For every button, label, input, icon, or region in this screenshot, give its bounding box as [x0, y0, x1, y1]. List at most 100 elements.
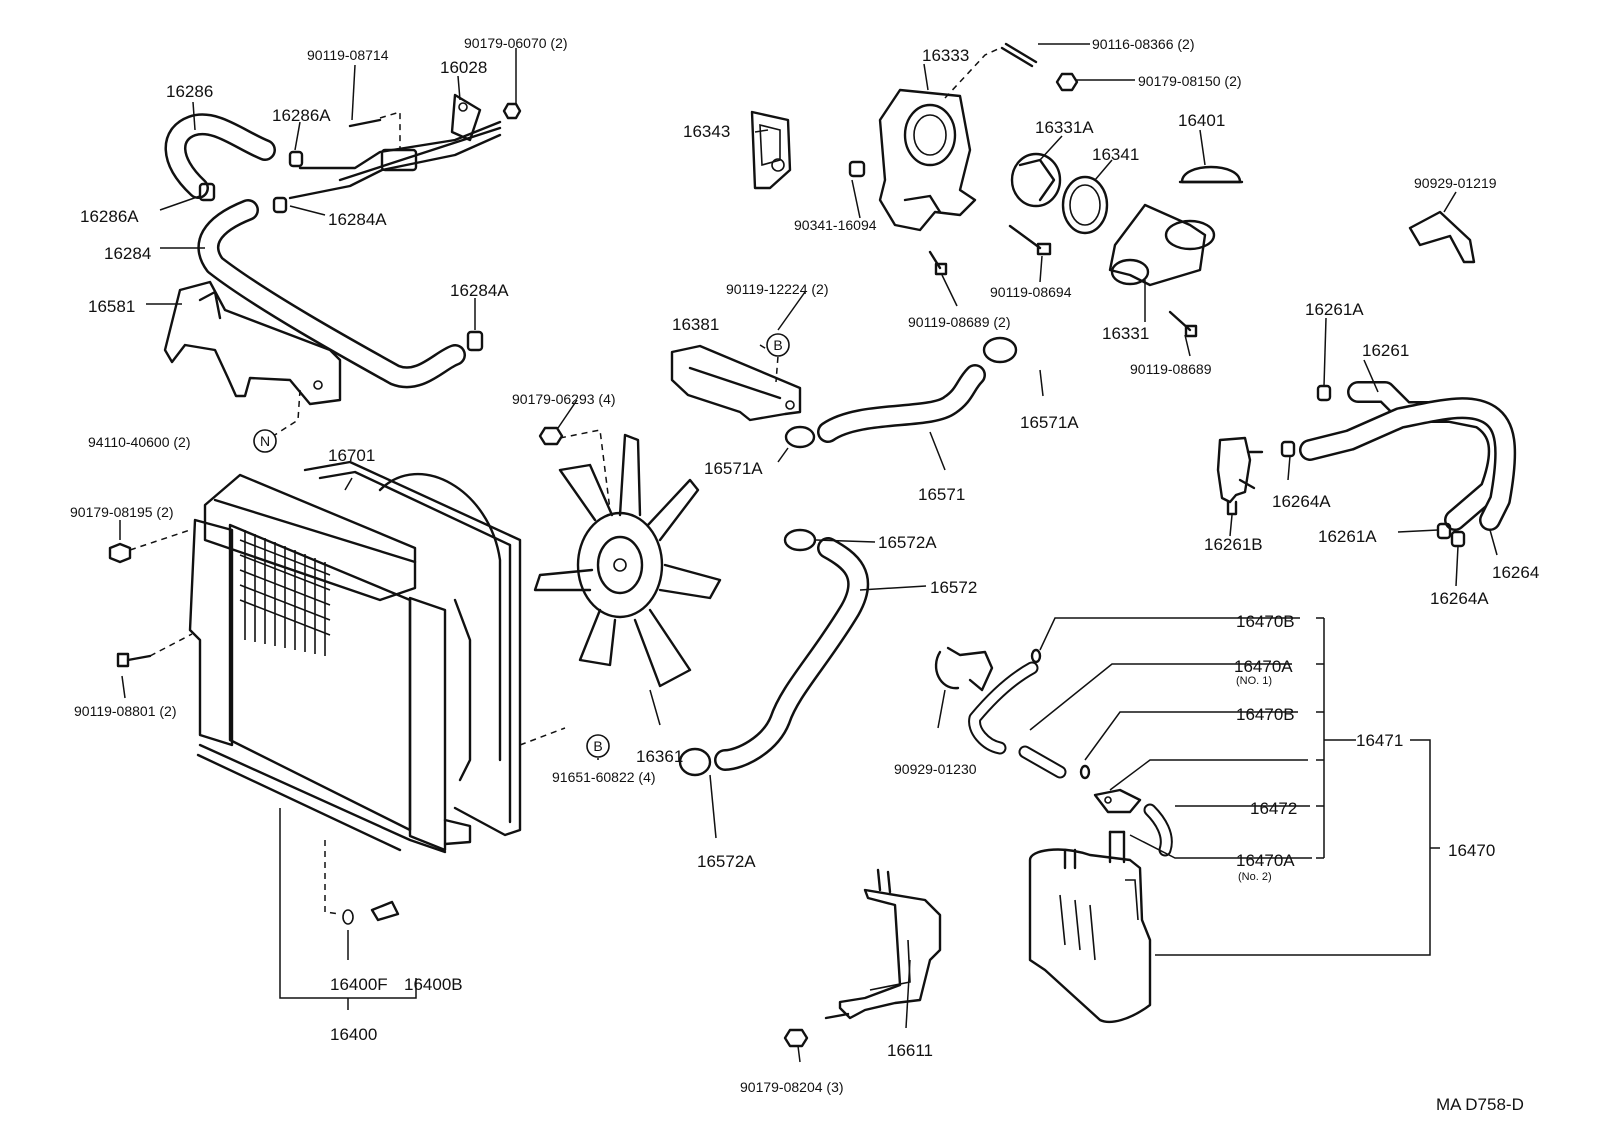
label-90179-08204: 90179-08204 (3): [740, 1079, 844, 1095]
label-16264: 16264: [1492, 563, 1539, 582]
label-90119-12224: 90119-12224 (2): [726, 281, 828, 297]
label-16286A-left: 16286A: [80, 207, 139, 226]
bolt-90119-08689: [1168, 310, 1198, 338]
leader-lines: [119, 43, 1498, 1063]
bolt-90119-08689-2: [928, 250, 948, 276]
hose-16571: [817, 364, 986, 443]
label-16572: 16572: [930, 578, 977, 597]
label-16261B: 16261B: [1204, 535, 1263, 554]
label-16284A-top: 16284A: [328, 210, 387, 229]
label-16400: 16400: [330, 1025, 377, 1044]
label-16470B-2: 16470B: [1236, 705, 1295, 724]
label-note-no1: (NO. 1): [1236, 675, 1272, 687]
bolt-90119-08694: [1008, 224, 1052, 256]
label-90119-08801: 90119-08801 (2): [74, 703, 176, 719]
label-16361: 16361: [636, 747, 683, 766]
reservoir-16470: [1028, 830, 1152, 1024]
label-16261: 16261: [1362, 341, 1409, 360]
label-16572A-top: 16572A: [878, 533, 937, 552]
fan-bracket-16381: [670, 344, 802, 422]
label-16284: 16284: [104, 244, 151, 263]
label-16470: 16470: [1448, 841, 1495, 860]
label-90116-08366: 90116-08366 (2): [1092, 36, 1194, 52]
label-16571A-right: 16571A: [1020, 413, 1079, 432]
hose-16472-system: [968, 648, 1173, 857]
label-16571: 16571: [918, 485, 965, 504]
label-90179-08150: 90179-08150 (2): [1138, 73, 1242, 89]
mark-b-top-text: B: [773, 337, 782, 353]
label-90119-08714: 90119-08714: [307, 47, 389, 63]
fan-16361: [533, 433, 722, 688]
label-16264A-bottom: 16264A: [1430, 589, 1489, 608]
label-16701: 16701: [328, 446, 375, 465]
label-90119-08689: 90119-08689: [1130, 361, 1212, 377]
shroud-b-bolt-leader: [519, 727, 566, 746]
label-90119-08694: 90119-08694: [990, 284, 1072, 300]
clamp-16571A: [784, 336, 1018, 449]
bolt-90119-08714: [348, 110, 401, 150]
clamp-16572A: [678, 528, 817, 777]
nut-90179-08204: [783, 1012, 850, 1048]
radiator-bolts: [108, 529, 193, 668]
label-note-no2: (No. 2): [1238, 871, 1272, 883]
label-16472: 16472: [1250, 799, 1297, 818]
label-94110-40600: 94110-40600 (2): [88, 434, 190, 450]
label-90179-08195: 90179-08195 (2): [70, 504, 174, 520]
fan-nut-90179-06293: [538, 426, 611, 511]
mark-b-top: B: [766, 333, 790, 357]
hose-16264: [1299, 397, 1517, 531]
mark-b-bottom-text: B: [593, 738, 602, 754]
radiator-16400: [188, 460, 522, 854]
label-16400F: 16400F: [330, 975, 388, 994]
nut-90179-06070: [502, 102, 522, 120]
mark-n: N: [253, 429, 277, 453]
label-16581: 16581: [88, 297, 135, 316]
label-16286A-top: 16286A: [272, 106, 331, 125]
cap-16470A-no2: [1093, 788, 1142, 814]
label-16381: 16381: [672, 315, 719, 334]
hose-16286: [164, 113, 276, 199]
mark-b-bottom: B: [586, 734, 610, 758]
clamp-16286A: [198, 150, 304, 202]
clip-90929-01219: [1408, 210, 1476, 264]
label-16470A-1: 16470A: [1234, 657, 1293, 676]
label-16572A-bottom: 16572A: [697, 852, 756, 871]
label-90929-01219: 90929-01219: [1414, 175, 1497, 191]
clip-90929-01230: [934, 646, 994, 692]
label-16261A-bottom: 16261A: [1318, 527, 1377, 546]
gasket-16343: [750, 110, 792, 190]
label-16470A-2: 16470A: [1236, 851, 1295, 870]
plug-90341-16094: [848, 160, 866, 178]
bracket-lines-16400: [279, 808, 417, 1010]
diagram-code: MA D758-D: [1436, 1095, 1524, 1114]
label-16331A: 16331A: [1035, 118, 1094, 137]
label-16571A-left: 16571A: [704, 459, 763, 478]
label-16343: 16343: [683, 122, 730, 141]
label-90179-06293: 90179-06293 (4): [512, 391, 616, 407]
label-90119-08689-2: 90119-08689 (2): [908, 314, 1010, 330]
n-nut-leader: [269, 389, 301, 439]
label-91651-60822: 91651-60822 (4): [552, 769, 656, 785]
bolt-90116-08366: [1000, 42, 1038, 68]
bypass-pipe-16028: [288, 93, 502, 200]
nut-90179-08150: [1055, 72, 1079, 92]
hose-16572: [714, 537, 870, 771]
label-16341: 16341: [1092, 145, 1139, 164]
label-16401: 16401: [1178, 111, 1225, 130]
cap-16401: [1178, 165, 1244, 184]
label-16400B: 16400B: [404, 975, 463, 994]
clamps-16261A-16264A: [1280, 384, 1466, 548]
hose-16284: [197, 199, 466, 389]
fitting-16261B: [1216, 436, 1264, 516]
label-90179-06070: 90179-06070 (2): [464, 35, 568, 51]
label-16333: 16333: [922, 46, 969, 65]
label-16286: 16286: [166, 82, 213, 101]
drain-cock-16400B: [324, 840, 400, 925]
bracket-16611: [838, 868, 942, 1020]
mark-n-text: N: [260, 433, 270, 449]
thermostat-16331A: [1010, 152, 1062, 208]
label-90341-16094: 90341-16094: [794, 217, 877, 233]
label-16611: 16611: [887, 1041, 933, 1060]
label-90929-01230: 90929-01230: [894, 761, 977, 777]
